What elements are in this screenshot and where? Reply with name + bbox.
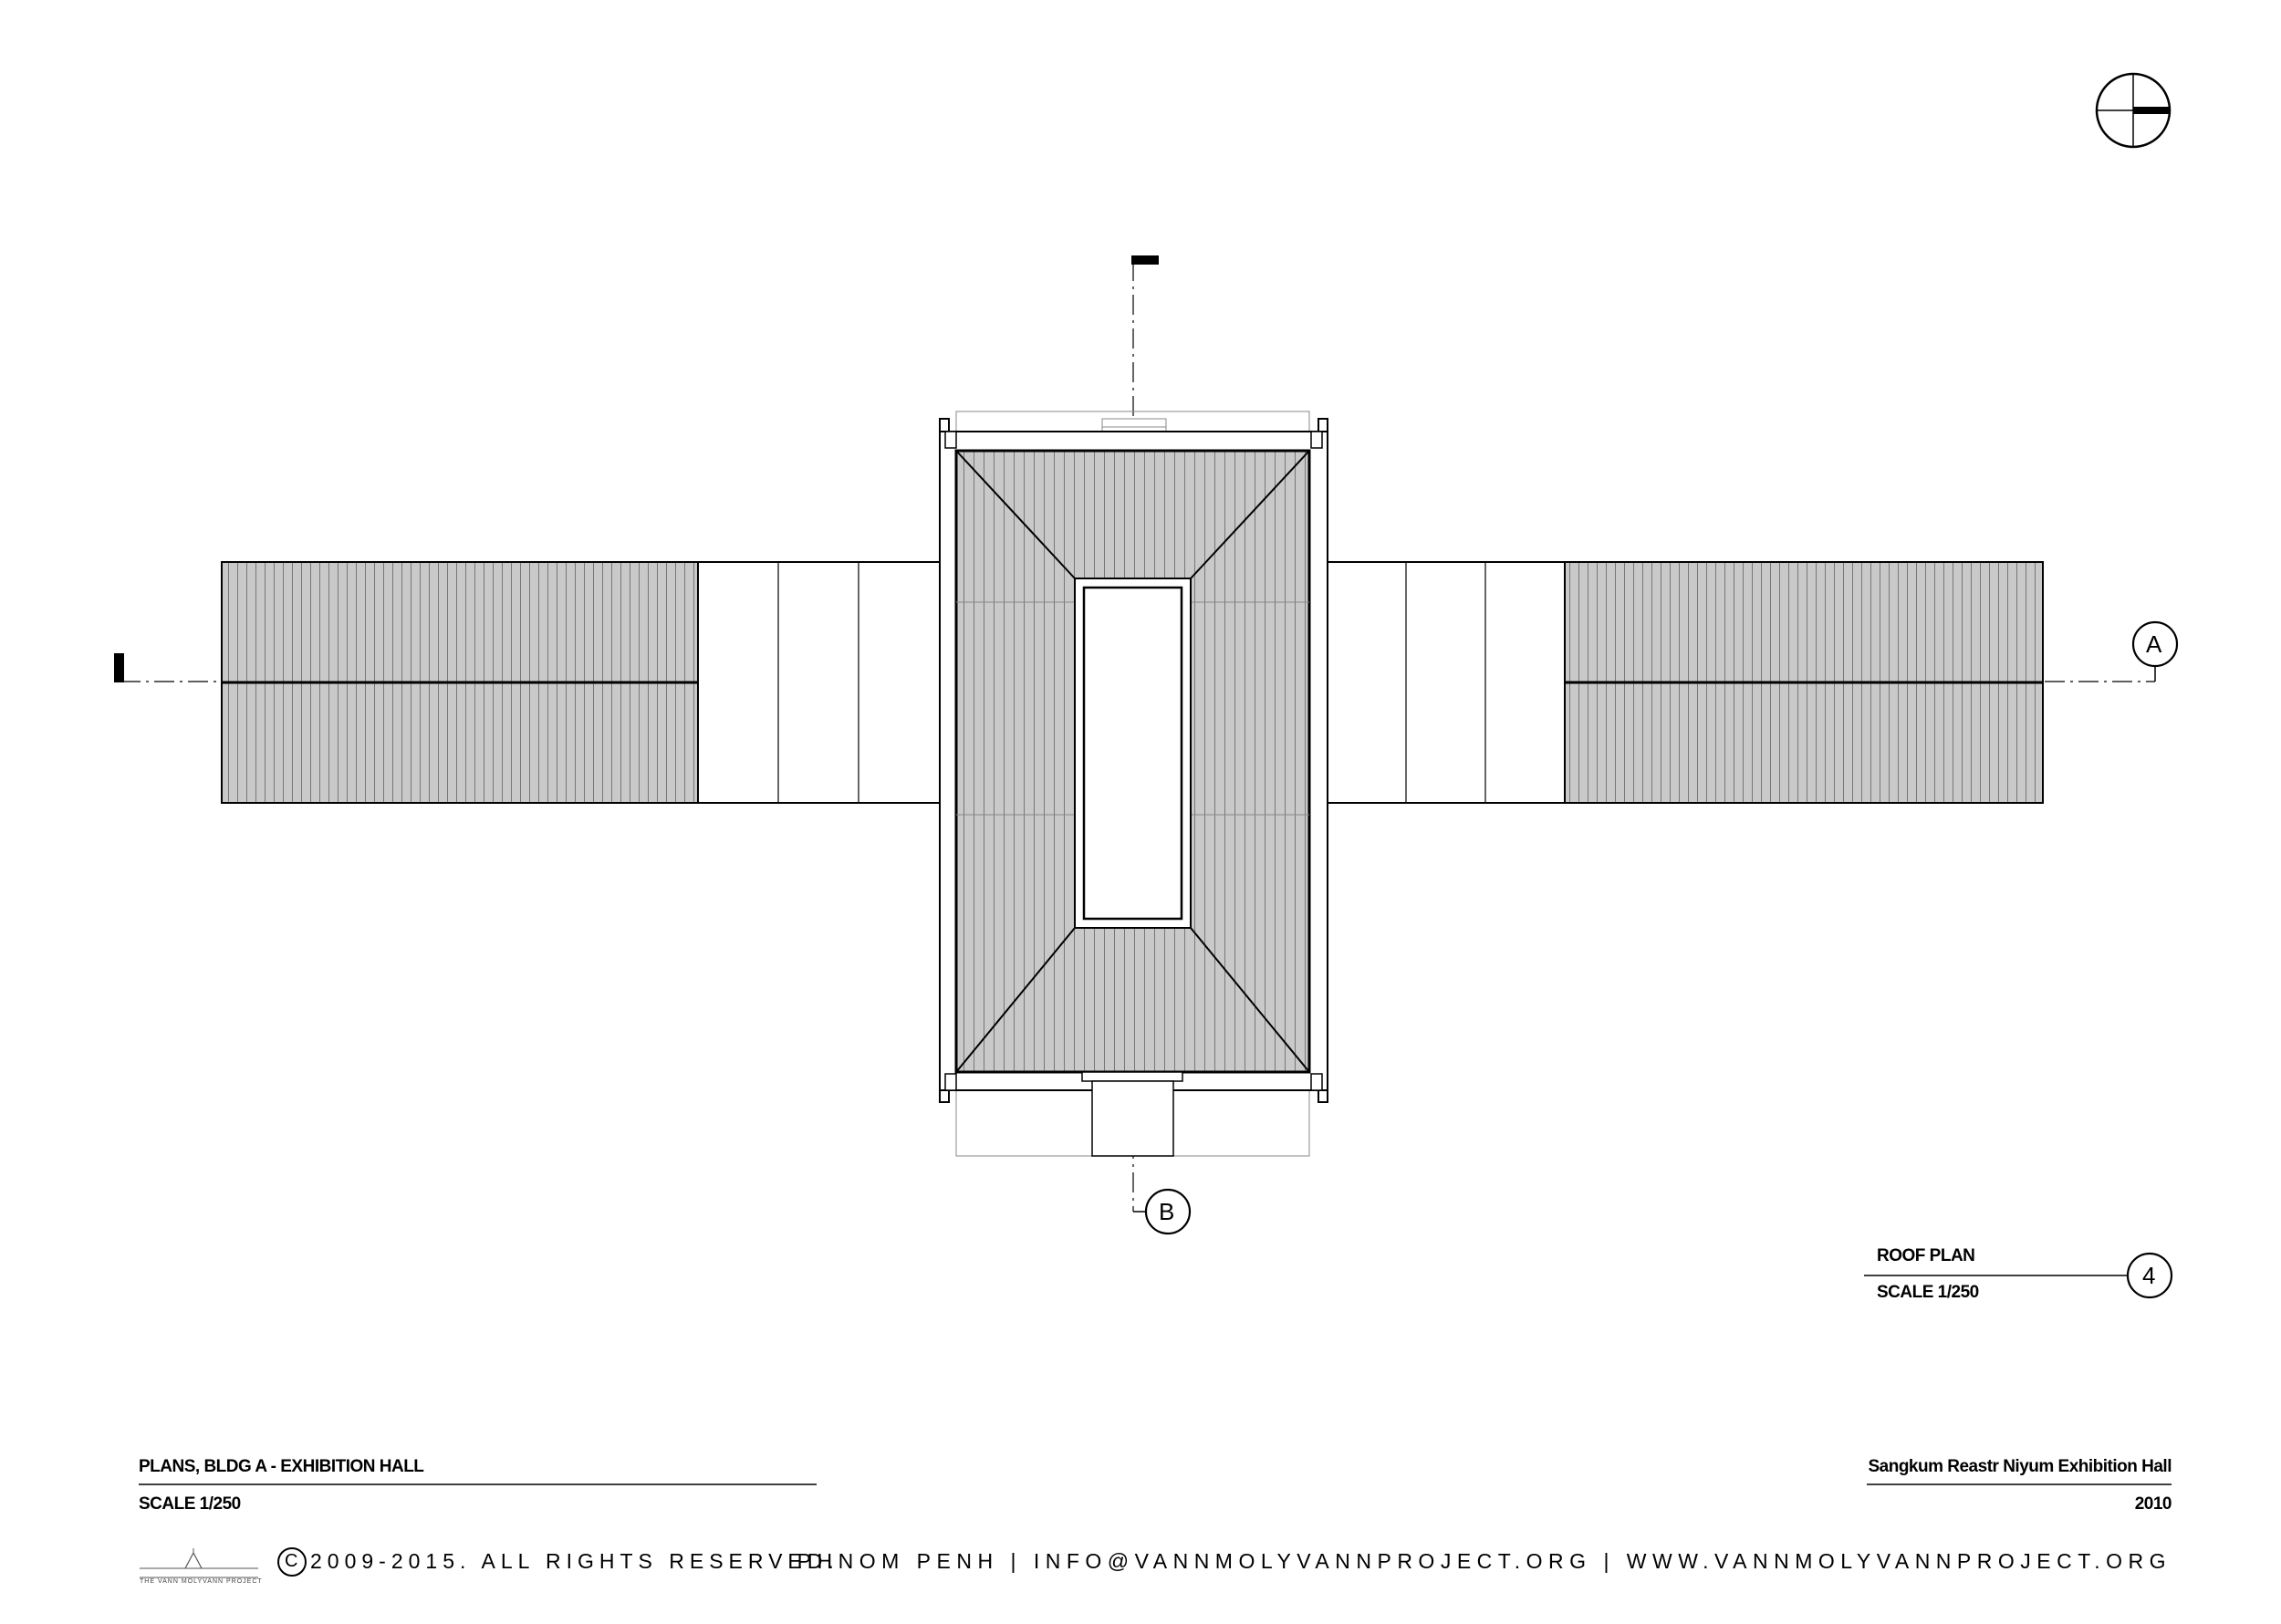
section-label-b: B — [1159, 1198, 1175, 1225]
view-number: 4 — [2142, 1262, 2156, 1289]
project-name: Sangkum Reastr Niyum Exhibition Hall — [1868, 1457, 2172, 1476]
section-marker-a — [2131, 620, 2179, 668]
copyright-symbol: C — [285, 1551, 298, 1571]
sheet-scale: SCALE 1/250 — [139, 1494, 241, 1514]
copyright-text: 2009-2015. ALL RIGHTS RESERVED. — [310, 1549, 839, 1573]
right-connector — [1327, 561, 1566, 804]
logo-icon — [140, 1548, 258, 1578]
north-arrow-icon — [2095, 72, 2172, 149]
view-number-marker — [1864, 1252, 2173, 1299]
entry-stair — [1081, 1071, 1183, 1157]
view-title: ROOF PLAN — [1877, 1246, 1975, 1265]
left-wing-roof — [221, 561, 699, 804]
left-connector — [697, 561, 941, 804]
logo-text: THE VANN MOLYVANN PROJECT — [140, 1578, 263, 1585]
section-label-a: A — [2146, 630, 2162, 658]
copyright-icon — [277, 1547, 307, 1577]
right-wing-roof — [1564, 561, 2044, 804]
section-marker-b — [1144, 1188, 1192, 1235]
project-year: 2010 — [2134, 1494, 2172, 1514]
contact-line: PHNOM PENH | INFO@VANNMOLYVANNPROJECT.OR… — [797, 1549, 2172, 1573]
view-scale: SCALE 1/250 — [1877, 1283, 1979, 1302]
sheet-title: PLANS, BLDG A - EXHIBITION HALL — [139, 1457, 424, 1476]
central-skylight — [1074, 578, 1192, 929]
